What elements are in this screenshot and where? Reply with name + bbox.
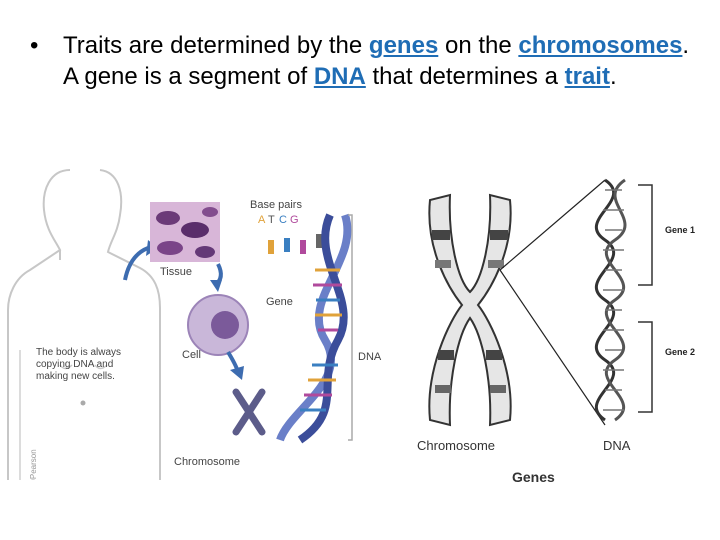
body-outline: [7, 169, 161, 480]
base-pair-pieces: [268, 234, 322, 254]
body-note-line-1: The body is always: [36, 347, 121, 358]
keyword-genes[interactable]: genes: [368, 32, 439, 59]
text-part-2: on the: [438, 32, 519, 59]
label-gene-1: Gene 1: [665, 225, 695, 235]
base-g: G: [290, 214, 299, 226]
text-part-4: that determines a: [365, 63, 565, 90]
text-part-1: Traits are determined by the: [63, 32, 369, 59]
label-dna-left: DNA: [358, 351, 382, 363]
tissue-image: [150, 202, 220, 262]
dna-helix: [276, 213, 352, 444]
base-c: C: [279, 214, 287, 226]
label-dna-right: DNA: [603, 438, 631, 453]
body-note-line-2: copying DNA and: [36, 359, 113, 370]
gene1-bracket: [638, 184, 653, 286]
keyword-trait[interactable]: trait: [564, 63, 610, 90]
left-figure: The body is always copying DNA and makin…: [7, 169, 382, 480]
base-t: T: [268, 214, 275, 226]
right-figure: Gene 1 Gene 2 Chromosome DNA Genes: [417, 178, 695, 485]
label-base-pairs: Base pairs: [250, 199, 302, 211]
label-genes-title: Genes: [512, 469, 555, 485]
label-chromosome-right: Chromosome: [417, 438, 495, 453]
small-chromosome: [232, 388, 266, 436]
keyword-dna[interactable]: DNA: [313, 63, 366, 90]
body-note-line-3: making new cells.: [36, 371, 115, 382]
keyword-chromosomes[interactable]: chromosomes: [518, 32, 683, 59]
gene2-bracket: [638, 321, 653, 413]
bullet-text: Traits are determined by the genes on th…: [63, 30, 700, 92]
label-chromosome-left: Chromosome: [174, 456, 240, 468]
bullet-paragraph: • Traits are determined by the genes on …: [30, 30, 700, 92]
signature: ©Pearson: [29, 449, 38, 480]
text-part-5: .: [609, 63, 617, 90]
label-gene-2: Gene 2: [665, 347, 695, 357]
text-part-3: . A gene is a segment of: [63, 32, 690, 90]
base-a: A: [258, 214, 266, 226]
label-tissue: Tissue: [160, 266, 192, 278]
dna-double-helix: [595, 178, 627, 422]
label-cell: Cell: [182, 349, 201, 361]
label-gene: Gene: [266, 296, 293, 308]
large-chromosome: [428, 193, 512, 427]
bullet-marker: •: [30, 32, 39, 59]
